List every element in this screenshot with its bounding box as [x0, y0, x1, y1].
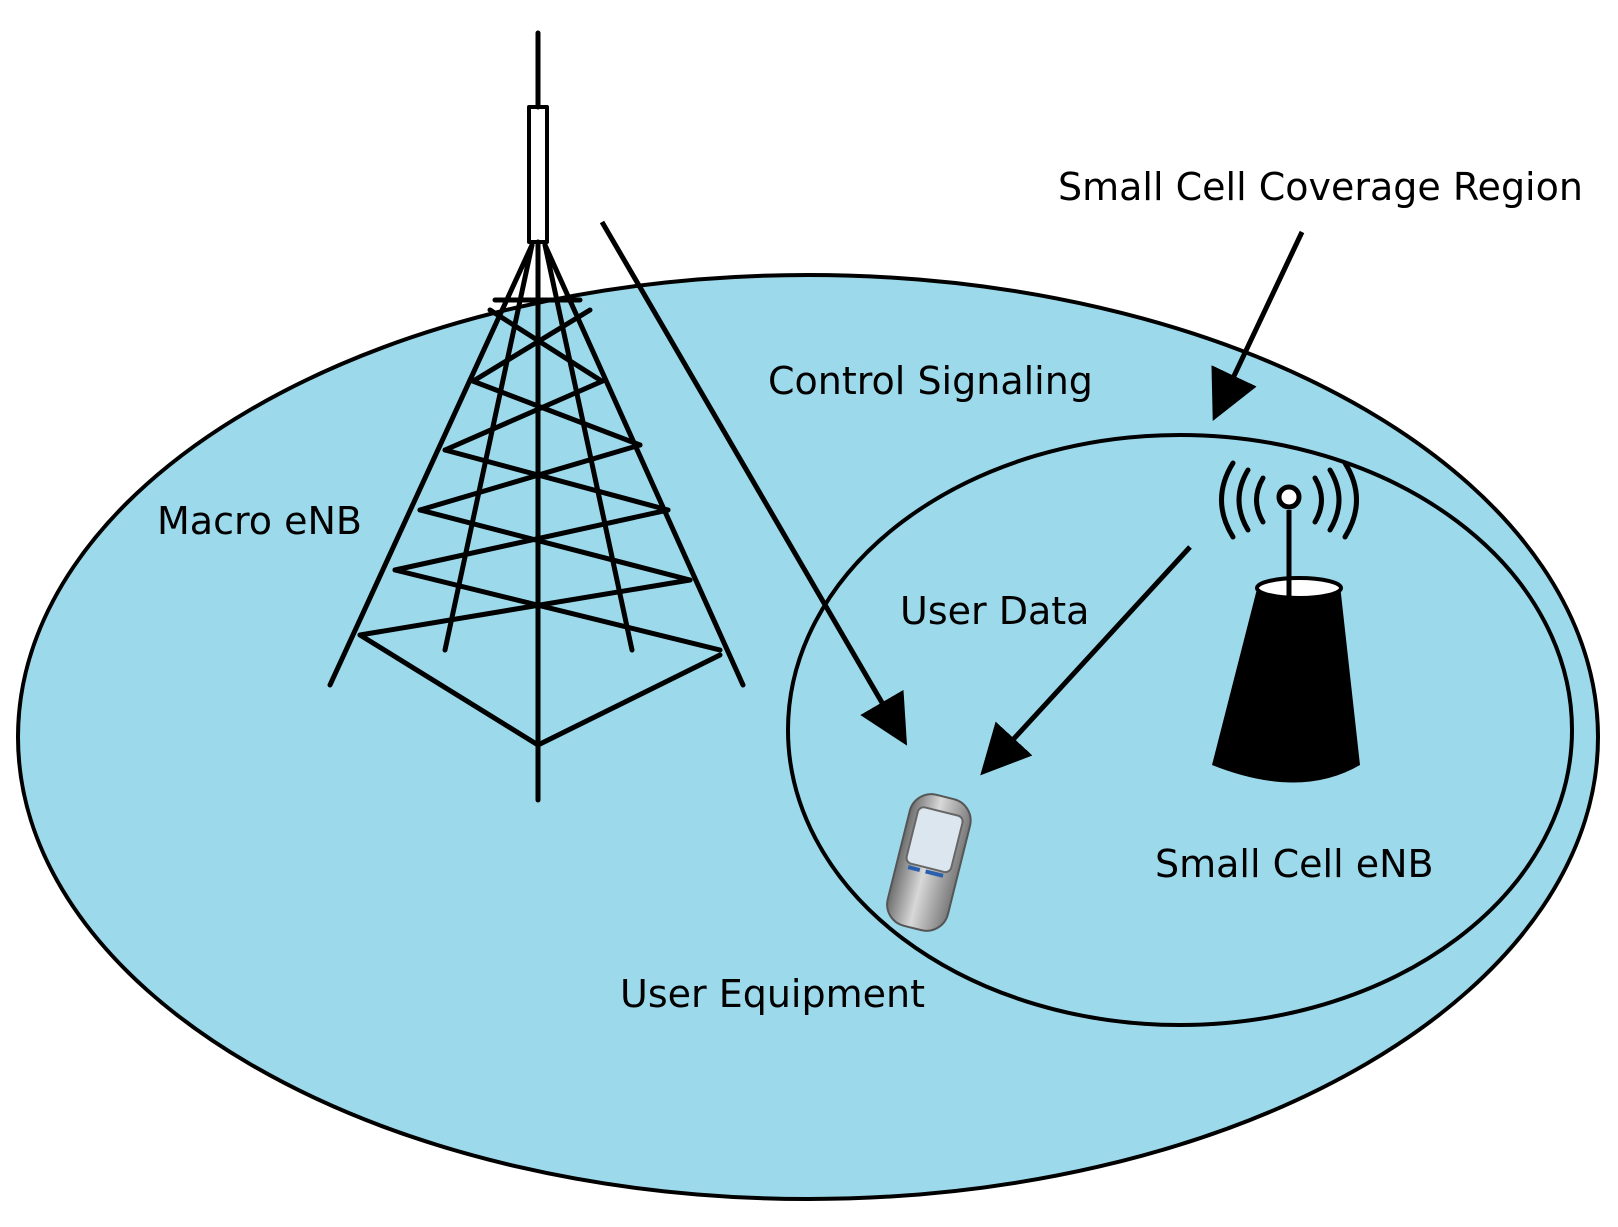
control-signaling-label: Control Signaling	[768, 359, 1093, 403]
user-data-arrow	[980, 545, 1192, 776]
macro-coverage-region	[16, 273, 1600, 1201]
coverage-region-arrow	[1211, 230, 1305, 422]
cell-tower-icon	[327, 30, 746, 803]
control-signaling-arrow	[599, 220, 908, 746]
user-data-label: User Data	[900, 589, 1090, 633]
macro-enb-label: Macro eNB	[157, 499, 362, 543]
small-cell-antenna-icon	[1212, 460, 1360, 783]
small-cell-enb-label: Small Cell eNB	[1155, 842, 1434, 886]
small-cell-coverage-region	[786, 433, 1574, 1027]
mobile-phone-icon	[886, 793, 972, 932]
coverage-region-label: Small Cell Coverage Region	[1058, 165, 1583, 209]
user-equipment-label: User Equipment	[620, 972, 925, 1016]
